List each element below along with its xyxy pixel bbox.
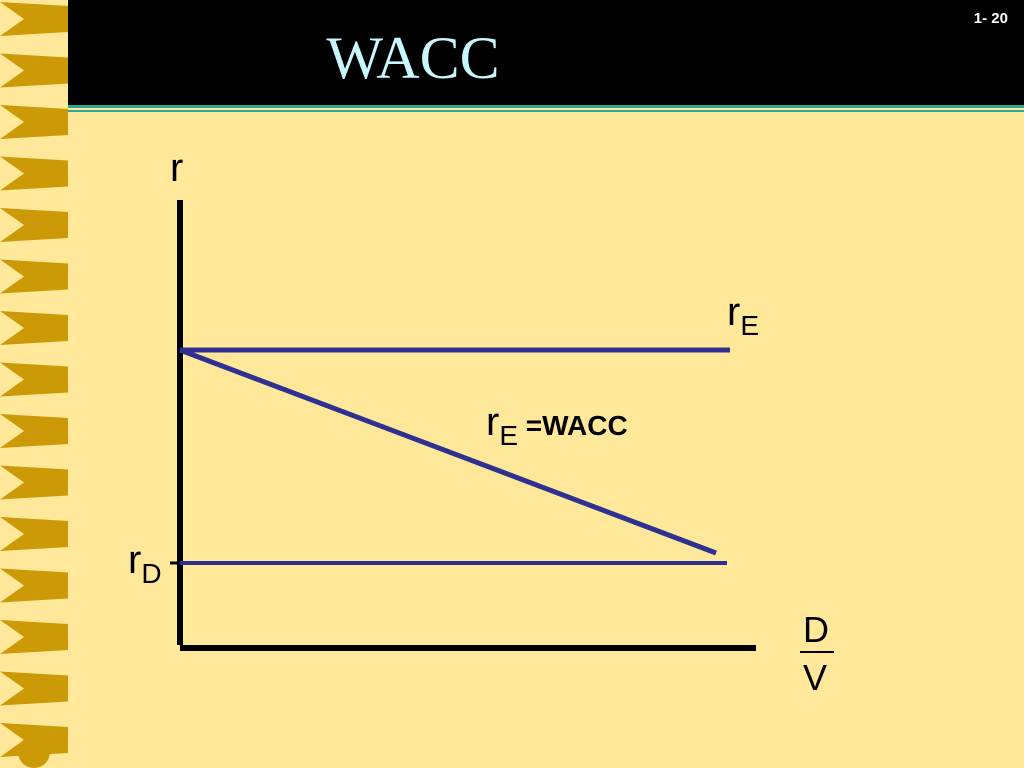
x-axis-numerator: D: [803, 609, 829, 650]
binding-tab: [0, 208, 68, 242]
rd-label: rD: [128, 540, 162, 588]
binding-tab: [0, 414, 68, 448]
binding-tab: [0, 105, 68, 139]
binding-tabs: [0, 2, 68, 768]
header-rule-thin: [68, 110, 1024, 112]
binding-strip: [0, 0, 68, 768]
binding-tab: [0, 465, 68, 500]
binding-ring: [18, 736, 50, 768]
binding-tab: [0, 517, 68, 551]
wacc-label-base: r: [486, 400, 500, 444]
rd-label-sub: D: [141, 558, 162, 589]
binding-tab: [0, 311, 68, 345]
x-axis-denominator: V: [803, 657, 828, 698]
header-bar: [68, 0, 1024, 105]
re-label: rE: [727, 292, 759, 340]
slide-number: 1- 20: [973, 10, 1008, 27]
re-label-base: r: [727, 290, 741, 334]
binding-tab: [0, 671, 68, 706]
y-axis-label: r: [170, 146, 184, 190]
header-rule: [68, 105, 1024, 108]
re-label-sub: E: [740, 310, 760, 341]
binding-tab: [0, 156, 68, 191]
binding-tab: [0, 362, 68, 397]
binding-tab: [0, 568, 68, 603]
binding-tab: [0, 53, 68, 88]
wacc-label: rE =WACC: [486, 402, 628, 450]
binding-tab: [0, 259, 68, 294]
wacc-label-suffix: =WACC: [518, 410, 628, 441]
slide-title: WACC: [326, 25, 500, 91]
binding-tab: [0, 2, 68, 36]
wacc-line: [179, 347, 717, 556]
rd-label-base: r: [128, 538, 142, 582]
binding-tab: [0, 620, 68, 654]
wacc-label-sub: E: [499, 420, 519, 451]
